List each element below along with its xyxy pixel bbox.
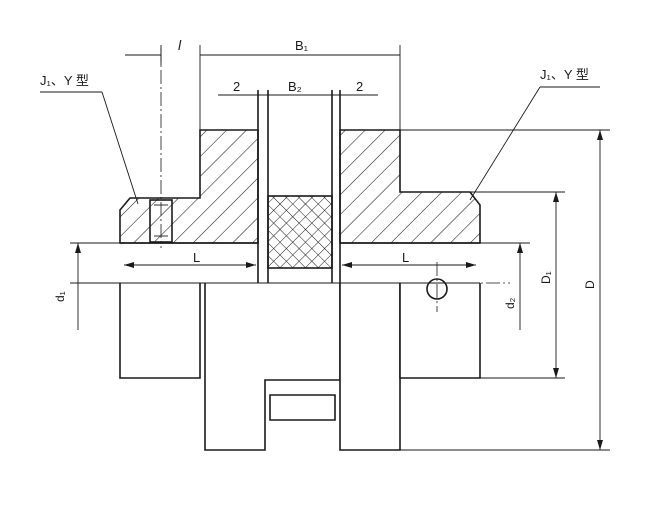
dim-d2-label: d₂ xyxy=(503,297,517,309)
dimensions: B₁ l 2 B₂ 2 L L d₁ d₂ D₁ xyxy=(53,37,610,451)
dim-D1-label: D₁ xyxy=(539,271,553,284)
dim-gap-right-label: 2 xyxy=(356,79,363,94)
right-hub-section xyxy=(339,129,481,244)
lower-half-outline xyxy=(119,262,481,451)
right-type-label: J₁、Y 型 xyxy=(540,67,589,82)
dim-l-right-label: L xyxy=(402,250,409,265)
elastic-spider xyxy=(267,195,333,269)
upper-half-section xyxy=(119,48,481,283)
right-hub-lower xyxy=(399,283,481,379)
dim-b2-label: B₂ xyxy=(288,79,302,94)
dim-l-left-label: L xyxy=(193,250,200,265)
dim-D-label: D xyxy=(583,280,597,289)
type-leaders: J₁、Y 型 J₁、Y 型 xyxy=(40,67,600,205)
right-claw-lower xyxy=(269,394,336,421)
left-type-label: J₁、Y 型 xyxy=(40,73,89,88)
right-body-lower xyxy=(339,283,401,451)
left-hub-lower xyxy=(119,283,201,379)
dim-b1-label: B₁ xyxy=(295,38,309,53)
left-claw-lower xyxy=(204,283,341,451)
left-hub-section xyxy=(119,129,259,244)
dim-l-label: l xyxy=(178,37,182,53)
dim-gap-left-label: 2 xyxy=(233,79,240,94)
dim-d1-label: d₁ xyxy=(53,291,67,302)
